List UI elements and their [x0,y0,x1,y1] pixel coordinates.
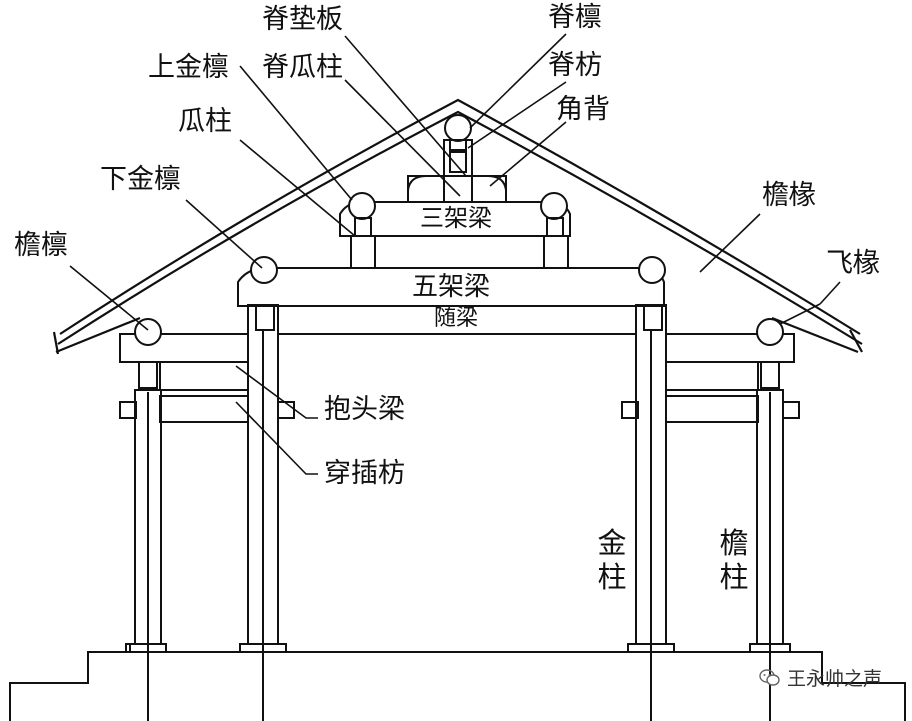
chuancha-fang-left [119,395,295,423]
label-golden-column: 金柱 [597,526,627,595]
leader-lines [69,33,841,475]
chuancha-fang-right [621,395,800,423]
label-ridge-melon-post: 脊瓜柱 [262,52,343,83]
label-eave-purlin: 檐檩 [14,230,68,261]
watermark-text: 王永帅之声 [786,668,882,690]
label-chuancha-fang: 穿插枋 [324,458,405,489]
label-flying-rafter: 飞椽 [826,248,880,279]
baotou-beam-left [119,333,249,391]
label-baotou-beam: 抱头梁 [324,394,405,425]
follower-beam [277,305,637,335]
label-ridge-tie: 脊枋 [548,50,602,81]
ridge-purlin [444,114,472,153]
eave-column-left [134,389,162,721]
label-follower-beam: 随梁 [434,306,479,331]
golden-column-right [635,304,667,721]
eave-column-right [756,389,784,721]
watermark: 王永帅之声 [759,664,882,691]
label-lower-golden-purlin: 下金檩 [100,164,181,195]
ridge-assembly [407,139,507,203]
label-eave-column: 檐柱 [719,526,749,595]
label-eave-rafter: 檐椽 [762,180,816,211]
golden-column-left [247,304,279,721]
label-three-frame-beam: 三架梁 [420,204,492,232]
label-ridge-purlin: 脊檩 [548,2,602,33]
baotou-beam-right [665,333,795,391]
label-upper-golden-purlin: 上金檩 [148,52,229,83]
short-posts [350,235,569,269]
label-five-frame-beam: 五架梁 [412,272,491,302]
label-corner-back: 角背 [556,94,610,125]
upper-golden-purlins [348,192,568,237]
wechat-icon [759,668,780,686]
label-melon-post: 瓜柱 [178,106,232,137]
label-ridge-pad-board: 脊垫板 [262,4,343,35]
rafters [52,98,863,355]
